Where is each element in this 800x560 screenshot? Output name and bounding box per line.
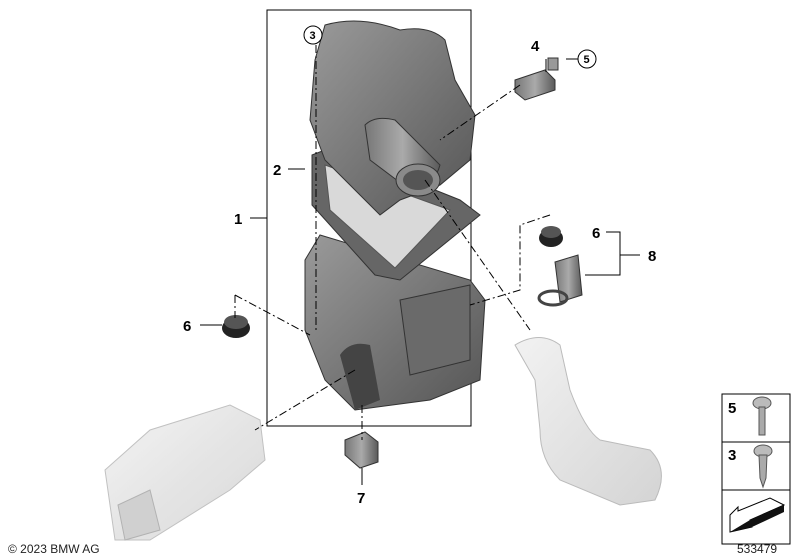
callout-2: 2	[273, 162, 281, 179]
callout-1: 1	[234, 211, 242, 228]
legend-number-3: 3	[728, 447, 736, 464]
fastener-legend: 5 3	[721, 393, 791, 545]
diagram-number: 533479	[737, 542, 777, 556]
callout-3: 3	[310, 30, 316, 42]
legend-number-5: 5	[728, 400, 736, 417]
mounting-bracket	[537, 254, 583, 307]
callout-6-right: 6	[592, 225, 600, 242]
rubber-grommet-left	[222, 315, 250, 338]
direction-arrow-icon	[729, 497, 786, 533]
callout-7: 7	[357, 490, 365, 507]
copyright: © 2023 BMW AG	[8, 542, 100, 556]
callout-6-left: 6	[183, 318, 191, 335]
intake-hose-reference	[514, 337, 662, 506]
air-mass-sensor	[514, 57, 559, 101]
clip	[344, 431, 379, 469]
air-filter-cover	[309, 20, 476, 216]
callout-5: 5	[584, 54, 590, 66]
air-filter-housing-lower	[304, 234, 486, 411]
rubber-grommet-right	[539, 226, 563, 247]
callout-5-circle	[577, 49, 597, 69]
callout-4: 4	[531, 38, 540, 55]
torx-bolt-icon	[752, 396, 772, 436]
callout-3-circle	[303, 25, 323, 45]
intake-duct-reference	[104, 404, 266, 541]
self-tapping-screw-icon	[753, 444, 773, 489]
callout-8: 8	[648, 248, 656, 265]
